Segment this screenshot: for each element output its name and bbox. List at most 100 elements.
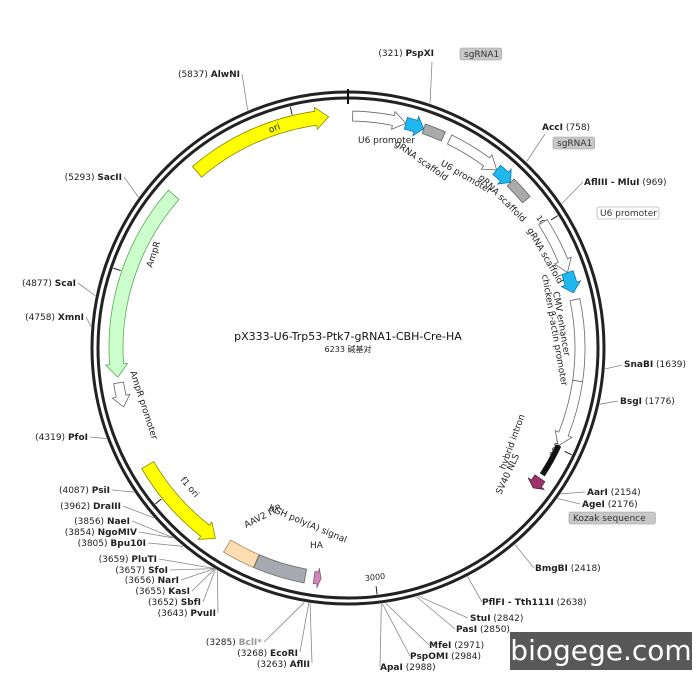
site-name: SbfI [181,598,201,608]
feature-ampr [104,189,180,378]
site-position: (4758) [25,313,55,323]
feature-u6-promoter-2 [446,134,498,171]
site-name: PluTI [131,555,157,565]
feature-ha [312,568,322,589]
tick-mark [550,215,559,221]
plasmid-name: pX333-U6-Trp53-Ptk7-gRNA1-CBH-Cre-HA [234,330,462,343]
site-name: AflII [290,660,310,670]
site-leader-line [599,400,619,405]
site-leader-line [85,316,92,327]
site-leader-line [202,569,216,603]
site-label: StuI (2842) [470,614,523,624]
site-leader-line [158,558,214,569]
site-name: MfeI [429,641,451,651]
site-label: (3656) NarI [125,576,179,586]
site-label: (5837) AlwNI [178,70,240,80]
site-position: (2638) [557,598,587,608]
tick-mark [154,498,162,505]
site-leader-line [560,491,586,495]
site-position: (2988) [406,663,436,673]
site-label: (3263) AflII [257,660,310,670]
feature-tag-box [596,206,660,220]
site-position: (3805) [78,539,108,549]
site-leader-line [299,602,310,653]
site-leader-line [385,602,430,646]
plasmid-backbone [90,89,606,606]
site-position: (2418) [571,564,601,574]
site-label: AccI (758) [542,123,590,133]
feature-bgh-poly-a-signal [253,554,308,584]
site-name: AflIII - MluI [584,178,639,188]
site-name: ScaI [55,279,76,289]
site-label: (3652) SbfI [148,598,201,608]
site-leader-line [309,603,313,664]
feature-grna-scaffold [421,123,446,142]
site-name: XmnI [58,313,84,323]
site-leader-line [382,603,411,657]
site-label: BsgI (1776) [620,397,675,407]
feature-sgrna-1 [403,115,425,137]
site-tag-box [552,136,595,150]
site-position: (1639) [656,360,686,370]
site-leader-line [416,596,456,630]
feature-label: HA [310,541,324,551]
feature-arrows [104,106,586,589]
site-name: PspXI [405,49,434,59]
site-leader-line [169,568,215,571]
site-label: MfeI (2971) [429,641,484,651]
site-label: BmgBI (2418) [535,564,601,574]
site-name: SfoI [148,566,168,576]
site-position: (3643) [158,609,188,619]
site-position: (3285) [206,638,236,648]
site-name: PsiI [92,486,110,496]
site-position: (3652) [148,598,178,608]
site-name: EcoRI [270,649,298,659]
site-leader-line [526,133,546,162]
site-leader-line [263,602,305,643]
site-name: NaeI [107,517,130,527]
site-position: (3962) [60,502,90,512]
site-label: (3643) PvuII [158,609,216,619]
site-position: (4319) [35,433,65,443]
site-label: (4087) PsiI [59,486,110,496]
site-leader-line [241,73,249,111]
feature-grna-scaffold-2 [506,178,531,204]
site-name: DraIII [93,502,121,512]
site-leader-line [123,176,139,198]
site-leader-line [467,576,483,603]
tick-mark [375,586,378,595]
site-leader-line [89,436,107,439]
site-position: (5837) [178,70,208,80]
site-leader-line [138,531,174,539]
site-name: PflFI - Tth111I [482,598,554,608]
site-position: (3268) [237,649,267,659]
feature-tags: U6 promoter [596,206,660,220]
site-label: AgeI (2176) [582,500,638,510]
site-tag-label: Kozak sequence [573,514,646,524]
site-name: BmgBI [535,564,568,574]
site-label: (4758) XmnI [25,313,84,323]
site-name: PvuII [190,609,216,619]
site-name: AccI [542,123,563,133]
site-leader-line [418,595,469,619]
feature-sv40-nls [527,474,546,490]
feature-f1-ori [141,460,216,540]
feature-cmv-enhancer [569,298,586,383]
feature-label: ori [267,122,282,136]
site-leader-line [561,181,584,204]
feature-ampr-promoter [111,381,131,408]
site-position: (3659) [99,555,129,565]
site-label: (4877) ScaI [22,279,76,289]
site-label: (3659) PluTI [99,555,157,565]
site-label: (5293) SacII [65,173,122,183]
feature-label: U6 promoter [358,136,415,146]
site-name: KasI [168,587,190,597]
site-name: Bpu10I [110,539,146,549]
site-name: BsgI [620,397,642,407]
site-position: (2984) [451,652,481,662]
site-leader-line [122,505,154,519]
site-label: PspOMI (2984) [410,652,481,662]
site-position: (758) [566,123,590,133]
